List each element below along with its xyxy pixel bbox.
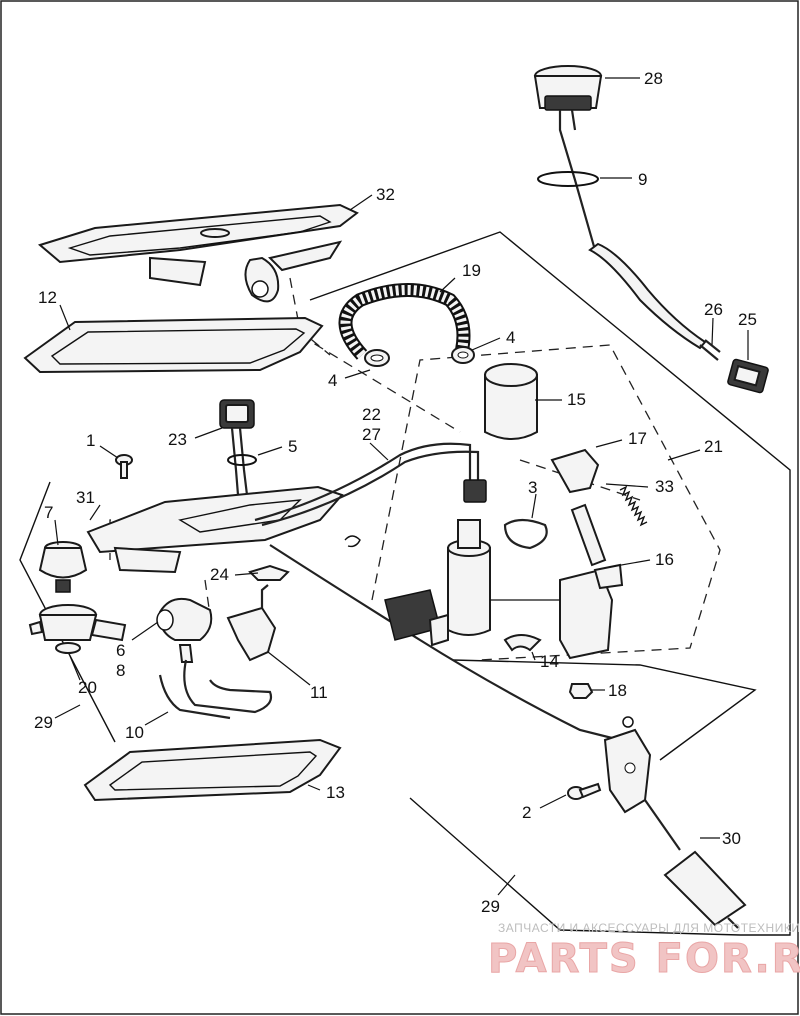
callout-4-right: 4 <box>506 328 515 347</box>
retainer-17 <box>550 448 600 494</box>
callout-6: 6 <box>116 641 125 660</box>
callout-20: 20 <box>78 678 97 697</box>
clip-24 <box>248 564 290 581</box>
callout-labels: 28 9 32 12 19 4 4 26 25 15 22 27 23 5 1 … <box>34 69 757 916</box>
callout-29-left: 29 <box>34 713 53 732</box>
callout-25: 25 <box>738 310 757 329</box>
clip-14 <box>503 634 542 652</box>
gasket-13 <box>83 738 342 802</box>
watermark: ЗАПЧАСТИ И АКСЕССУАРЫ ДЛЯ МОТОТЕХНИКИ PA… <box>488 921 800 983</box>
callout-26: 26 <box>704 300 723 319</box>
callout-9: 9 <box>638 170 647 189</box>
fuel-line-10 <box>158 659 273 720</box>
callout-17: 17 <box>628 429 647 448</box>
spring-33 <box>619 485 648 527</box>
callout-27: 27 <box>362 425 381 444</box>
callout-30: 30 <box>722 829 741 848</box>
mounting-plate-31 <box>86 485 344 574</box>
callout-10: 10 <box>125 723 144 742</box>
callout-11: 11 <box>310 683 328 702</box>
callout-15: 15 <box>567 390 586 409</box>
sender-30 <box>603 728 747 929</box>
bracket-11 <box>226 584 277 662</box>
connector-25 <box>727 358 769 394</box>
clamp-4-right <box>451 346 475 364</box>
housing-20 <box>28 604 127 654</box>
screw-2 <box>567 782 602 800</box>
ring-small <box>622 716 634 728</box>
callout-4-left: 4 <box>328 371 337 390</box>
callout-8: 8 <box>116 661 125 680</box>
callout-16: 16 <box>655 550 674 569</box>
strap-3 <box>503 518 548 550</box>
top-plate-32 <box>37 203 359 303</box>
callout-32: 32 <box>376 185 395 204</box>
watermark-caption: ЗАПЧАСТИ И АКСЕССУАРЫ ДЛЯ МОТОТЕХНИКИ <box>498 921 800 935</box>
clamp-4-left <box>364 349 390 367</box>
callout-7: 7 <box>44 503 53 522</box>
nut-18 <box>568 683 594 699</box>
callout-19: 19 <box>462 261 481 280</box>
leader-lines <box>54 77 749 896</box>
bracket-16 <box>559 503 624 660</box>
callout-22: 22 <box>362 405 381 424</box>
sleeve-15 <box>484 363 538 440</box>
watermark-brand: PARTS FOR.RU <box>488 936 800 982</box>
callout-23: 23 <box>168 430 187 449</box>
callout-2: 2 <box>522 803 531 822</box>
grommet-5 <box>227 454 257 466</box>
callout-28: 28 <box>644 69 663 88</box>
sender-cap-28 <box>533 65 603 251</box>
callout-31: 31 <box>76 488 95 507</box>
callout-24: 24 <box>210 565 229 584</box>
callout-21: 21 <box>704 437 723 456</box>
sender-harness-26 <box>588 242 721 361</box>
callout-14: 14 <box>540 652 559 671</box>
wires-22-27 <box>254 442 621 742</box>
callout-12: 12 <box>38 288 57 307</box>
filter-6 <box>156 597 213 663</box>
callout-5: 5 <box>288 437 297 456</box>
o-ring-9 <box>537 171 599 187</box>
fuel-pump <box>384 519 491 647</box>
screw-1 <box>115 454 133 479</box>
callout-29-bottom: 29 <box>481 897 500 916</box>
gasket-12 <box>23 316 324 374</box>
callout-3: 3 <box>528 478 537 497</box>
regulator-7 <box>38 541 88 593</box>
callout-1: 1 <box>86 431 95 450</box>
callout-33: 33 <box>655 477 674 496</box>
clip-small <box>344 535 361 548</box>
callout-18: 18 <box>608 681 627 700</box>
callout-13: 13 <box>326 783 345 802</box>
hose-19 <box>338 283 471 360</box>
connector-23 <box>219 399 255 521</box>
